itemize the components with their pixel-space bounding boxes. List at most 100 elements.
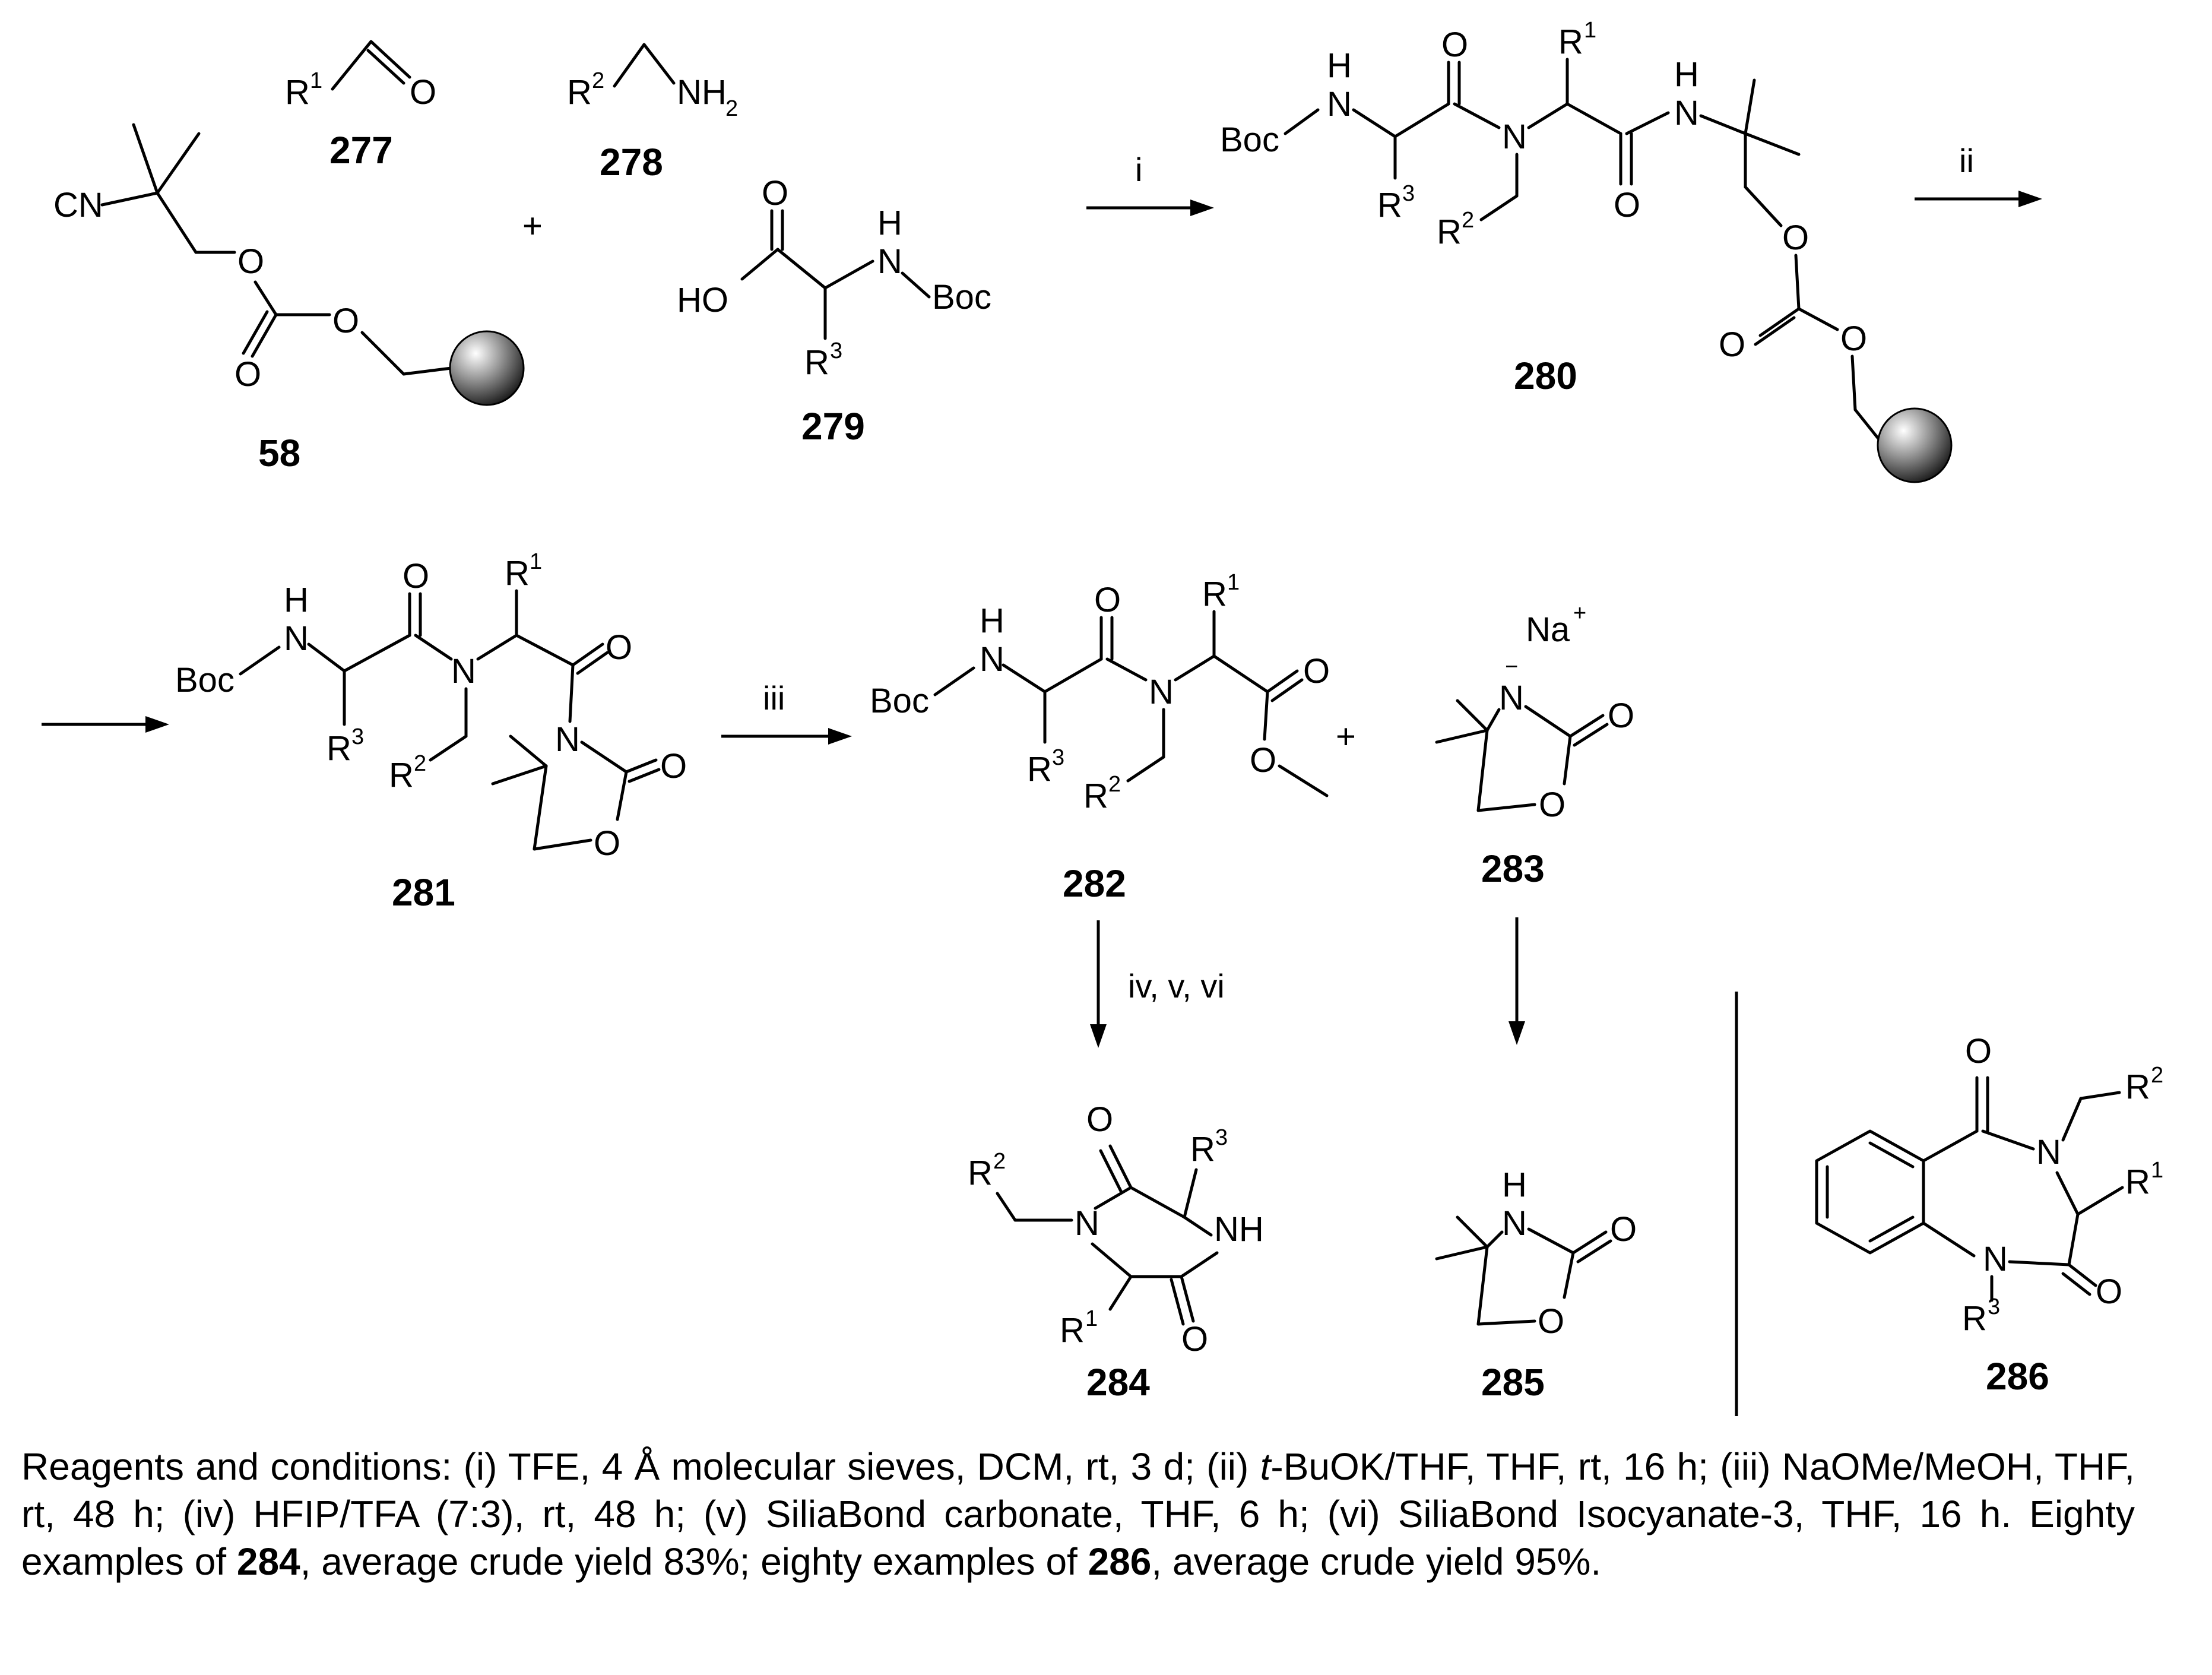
atom-label: N xyxy=(1674,94,1699,132)
compound-label-282: 282 xyxy=(1063,862,1126,905)
reaction-arrow-iv-v-vi xyxy=(1090,920,1107,1048)
reagent-label-iii: iii xyxy=(763,679,785,717)
atom-label: R xyxy=(1083,777,1108,815)
atom-label: O xyxy=(1441,26,1468,64)
atom-label: H xyxy=(877,204,902,242)
atom-label: 1 xyxy=(1227,570,1240,595)
compound-label-281: 281 xyxy=(392,871,455,914)
atom-label: R xyxy=(389,756,414,794)
atom-label: R xyxy=(567,73,592,112)
compound-280-structure: Boc H N R 3 O N R 2 R 1 O H N O xyxy=(1220,18,1953,483)
atom-label: 3 xyxy=(351,724,364,749)
atom-label: H xyxy=(1502,1166,1527,1204)
compound-label-58: 58 xyxy=(258,432,300,474)
compound-285-structure: H N O O xyxy=(1435,1166,1637,1341)
atom-label: N xyxy=(1502,1204,1527,1243)
atom-label: − xyxy=(1505,654,1518,679)
atom-label: Na xyxy=(1526,610,1570,649)
compound-283-structure: Na + N − O O xyxy=(1435,601,1634,824)
atom-label: O xyxy=(2096,1272,2122,1311)
atom-label: O xyxy=(237,242,264,281)
reaction-arrow-iii xyxy=(721,728,852,745)
atom-label: N xyxy=(451,652,476,691)
atom-label: N xyxy=(877,242,902,281)
atom-label: R xyxy=(505,554,530,593)
atom-label: O xyxy=(1094,581,1121,619)
atom-label: O xyxy=(1610,1210,1637,1249)
atom-label: NH xyxy=(677,73,727,112)
atom-label: O xyxy=(1608,696,1634,735)
atom-label: R xyxy=(1060,1311,1085,1350)
atom-label: R xyxy=(327,729,351,768)
atom-label: 3 xyxy=(1052,745,1064,770)
atom-label: N xyxy=(1075,1204,1099,1243)
atom-label: R xyxy=(1377,186,1402,224)
continuation-arrow xyxy=(42,716,169,733)
atom-label: N xyxy=(284,619,309,658)
reagent-label-ii: ii xyxy=(1959,142,1974,179)
atom-label: N xyxy=(2036,1133,2061,1171)
atom-label: N xyxy=(555,720,580,759)
atom-label: H xyxy=(1674,55,1699,94)
atom-label: 2 xyxy=(414,751,426,776)
atom-label: N xyxy=(1983,1240,2008,1278)
atom-label: 2 xyxy=(1462,208,1474,233)
atom-label: 1 xyxy=(530,549,542,574)
atom-label: R xyxy=(1027,750,1052,789)
atom-label: O xyxy=(1250,741,1276,780)
reaction-conditions-caption: Reagents and conditions: (i) TFE, 4 Å mo… xyxy=(21,1443,2135,1585)
compound-label-280: 280 xyxy=(1514,354,1577,397)
atom-label: R xyxy=(1962,1299,1987,1338)
caption-text: -BuOK/THF, THF, rt, 16 h; (iii) NaOMe/Me… xyxy=(21,1445,2135,1583)
caption-bold-284: 284 xyxy=(236,1540,300,1583)
atom-label: R xyxy=(2125,1163,2150,1201)
atom-label: R xyxy=(285,73,310,112)
atom-label: N xyxy=(1149,673,1174,711)
atom-label: 3 xyxy=(1402,181,1415,206)
atom-label: CN xyxy=(53,186,103,224)
reagent-label-iv-v-vi: iv, v, vi xyxy=(1128,967,1225,1005)
atom-label: R xyxy=(1202,575,1227,613)
compound-label-277: 277 xyxy=(329,129,393,172)
atom-label: 1 xyxy=(1085,1306,1098,1331)
compound-58-structure: CN O O O xyxy=(53,123,525,406)
compound-286-structure: O N R 2 R 1 O N R 3 xyxy=(1815,1032,2163,1338)
atom-label: O xyxy=(1719,325,1745,364)
compound-278-structure: R 2 NH 2 xyxy=(567,43,738,121)
atom-label: R xyxy=(2125,1068,2150,1106)
atom-label: H xyxy=(284,581,309,619)
atom-label: O xyxy=(1538,1302,1564,1341)
atom-label: O xyxy=(410,73,436,112)
caption-text: , average crude yield 95%. xyxy=(1151,1540,1602,1583)
compound-277-structure: R 1 O xyxy=(285,40,436,112)
atom-label: O xyxy=(234,355,261,394)
atom-label: N xyxy=(1502,118,1527,156)
atom-label: Boc xyxy=(870,682,929,720)
atom-label: Boc xyxy=(932,278,991,316)
atom-label: 2 xyxy=(725,96,738,121)
compound-label-279: 279 xyxy=(801,405,865,448)
atom-label: NH xyxy=(1214,1210,1264,1249)
reagent-label-i: i xyxy=(1135,151,1142,188)
compound-label-283: 283 xyxy=(1481,847,1545,890)
atom-label: O xyxy=(1840,319,1867,358)
atom-label: Boc xyxy=(175,661,234,699)
atom-label: O xyxy=(606,628,632,667)
atom-label: 3 xyxy=(1988,1294,2000,1319)
caption-bold-286: 286 xyxy=(1088,1540,1152,1583)
atom-label: O xyxy=(332,302,359,340)
atom-label: R xyxy=(968,1154,993,1192)
atom-label: H xyxy=(980,601,1004,640)
reaction-arrow-ii xyxy=(1915,191,2042,207)
atom-label: N xyxy=(1327,85,1352,124)
reaction-arrow-i xyxy=(1086,200,1214,216)
atom-label: 2 xyxy=(1108,772,1121,797)
atom-label: H xyxy=(1327,46,1352,85)
atom-label: 3 xyxy=(830,338,842,363)
atom-label: O xyxy=(403,557,429,596)
atom-label: N xyxy=(980,640,1004,679)
caption-text: Reagents and conditions: (i) TFE, 4 Å mo… xyxy=(21,1445,1260,1488)
atom-label: HO xyxy=(677,281,728,319)
atom-label: 1 xyxy=(2151,1158,2163,1183)
